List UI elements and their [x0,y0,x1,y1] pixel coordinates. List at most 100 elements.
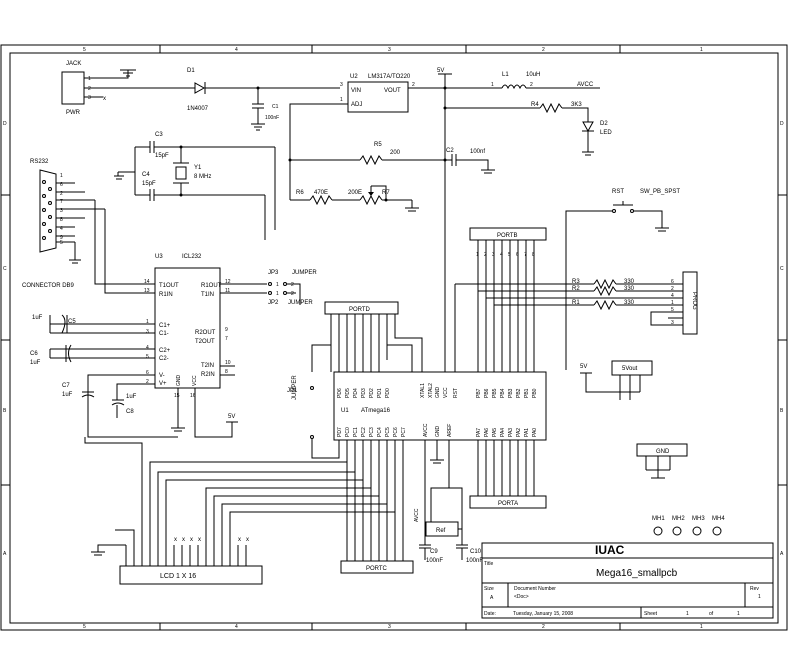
svg-text:2: 2 [671,286,674,292]
col-label: 1 [700,624,703,630]
svg-text:L1: L1 [502,72,509,78]
svg-text:1: 1 [758,594,761,600]
svg-text:1: 1 [737,611,740,617]
svg-text:8: 8 [532,252,535,258]
svg-text:x: x [182,537,185,543]
svg-text:5: 5 [60,240,63,246]
svg-text:7: 7 [60,199,63,205]
svg-text:2: 2 [291,291,294,297]
u1-pin-label: PB5 [492,388,498,398]
sheet-border: 5 4 3 2 1 5 4 3 2 1 D C B A D C B A [0,44,788,631]
svg-text:PORTC: PORTC [366,566,388,572]
svg-text:4: 4 [60,226,63,232]
u1-pin-label: XTAL1 [420,383,426,398]
svg-text:Sheet: Sheet [644,611,658,617]
u1-pin-label: PD0 [385,388,391,398]
svg-text:RS232: RS232 [30,159,49,165]
svg-text:1uF: 1uF [126,394,137,400]
svg-text:Rev: Rev [750,586,759,592]
svg-text:D1: D1 [187,68,195,74]
svg-text:C1+: C1+ [159,323,171,329]
svg-text:<Doc>: <Doc> [514,594,529,600]
svg-text:x: x [190,537,193,543]
svg-text:JP2: JP2 [268,300,279,306]
svg-text:VIN: VIN [351,88,361,94]
svg-text:VOUT: VOUT [384,88,401,94]
row-label: D [780,121,784,127]
svg-text:5: 5 [146,354,149,360]
u1-pin-label: PB0 [532,388,538,398]
svg-text:330: 330 [624,279,635,285]
svg-text:PORTA: PORTA [498,501,518,507]
u1-pin-label: PA5 [492,428,498,437]
svg-text:ATmega16: ATmega16 [361,408,391,414]
svg-text:1uF: 1uF [32,315,43,321]
svg-text:R2IN: R2IN [201,372,215,378]
svg-text:MH1: MH1 [652,516,665,522]
svg-text:V-: V- [159,373,165,379]
svg-text:C2-: C2- [159,356,169,362]
r5-c2: R5 200 C2 100nf [288,142,495,174]
svg-text:100nf: 100nf [470,149,485,155]
u1-pin-label: PA6 [484,428,490,437]
svg-text:V+: V+ [159,381,167,387]
u1-pin-label: PD6 [337,388,343,398]
svg-text:R1OUT: R1OUT [201,283,222,289]
row-label: A [3,551,7,557]
svg-text:x: x [103,96,106,102]
svg-text:Date:: Date: [484,611,496,617]
svg-text:C2+: C2+ [159,348,171,354]
svg-text:1uF: 1uF [30,360,41,366]
charge-pump-caps: 1uF C5 C6 1uF C7 1uF 1uF C8 [30,314,178,438]
u2-regulator: U2 LM317A/TO220 VIN VOUT ADJ 3 1 2 [289,74,445,200]
svg-text:6: 6 [671,279,674,285]
col-label: 2 [542,624,545,630]
svg-text:PORTB: PORTB [497,233,518,239]
svg-text:JUMPER: JUMPER [292,270,317,276]
svg-text:470E: 470E [314,190,328,196]
col-label: 3 [388,47,391,53]
svg-text:C10: C10 [470,549,482,555]
svg-text:5V: 5V [228,414,235,420]
u1-pin-label: PB6 [484,388,490,398]
svg-text:R4: R4 [531,102,539,108]
svg-text:6: 6 [146,370,149,376]
u1-pin-label: PD2 [369,388,375,398]
svg-text:1: 1 [476,252,479,258]
u3-icl232: U3 ICL232 T1OUT R1IN C1+ C1- C2+ C2- V- … [140,254,267,438]
svg-text:JP1: JP1 [287,388,298,394]
row-label: D [3,121,7,127]
svg-text:JP3: JP3 [268,270,279,276]
analog-ref: AVCC Ref C9 100nF C10 100nF [414,440,483,564]
svg-text:5V: 5V [437,68,444,74]
u1-pin-label: PB2 [516,388,522,398]
svg-text:C9: C9 [430,549,438,555]
svg-text:8 MHz: 8 MHz [194,174,211,180]
col-label: 5 [83,624,86,630]
lcd-connector: LCD 1 X 16 [84,437,395,585]
svg-text:8: 8 [60,217,63,223]
svg-text:VCC: VCC [192,375,198,386]
svg-text:2: 2 [146,379,149,385]
svg-text:2: 2 [530,82,533,88]
u1-pin-label: PB4 [500,388,506,398]
u1-pin-label: RST [453,388,459,398]
svg-text:12: 12 [225,279,231,285]
svg-text:1: 1 [491,82,494,88]
svg-text:3: 3 [340,82,343,88]
col-label: 1 [700,47,703,53]
svg-text:x: x [198,537,201,543]
u1-pin-label: PC5 [385,427,391,437]
svg-text:C1: C1 [272,104,279,110]
svg-text:T1IN: T1IN [201,292,214,298]
svg-text:1N4007: 1N4007 [187,106,209,112]
svg-text:JUMPER: JUMPER [292,375,298,400]
d1-diode: D1 1N4007 [187,68,340,112]
svg-text:3: 3 [88,95,91,101]
svg-text:Y1: Y1 [194,165,202,171]
prog-header: PROG R3 R2 R1 330 330 330 624 153 [454,271,698,372]
svg-text:330: 330 [624,286,635,292]
u1-pin-label: PA2 [516,428,522,437]
u1-pin-label: AVCC [423,423,429,437]
svg-text:x: x [246,537,249,543]
